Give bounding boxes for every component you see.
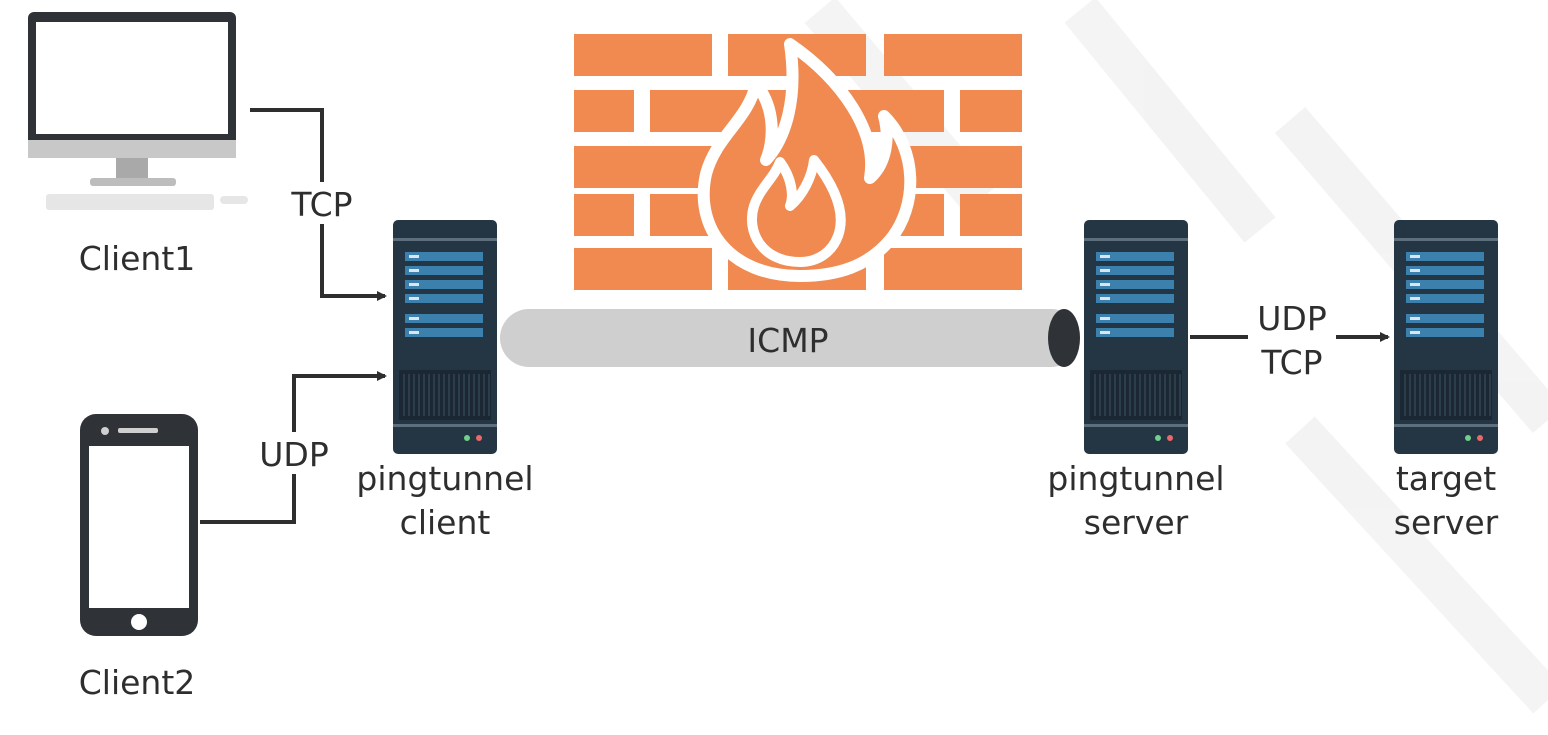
pingtunnel-client-label-2: client xyxy=(400,503,491,542)
pingtunnel-server-label-2: server xyxy=(1084,503,1189,542)
target-server-icon xyxy=(1394,220,1498,454)
pingtunnel-client-label-1: pingtunnel xyxy=(356,459,533,498)
client1-proto-label: TCP xyxy=(290,185,352,224)
firewall-icon xyxy=(574,34,1022,290)
desktop-computer-icon xyxy=(28,12,248,210)
pingtunnel-client-server-icon xyxy=(393,220,497,454)
pingtunnel-server-label-1: pingtunnel xyxy=(1047,459,1224,498)
client1-label: Client1 xyxy=(79,239,196,278)
client2-label: Client2 xyxy=(79,663,196,702)
server-target-proto-label-2: TCP xyxy=(1260,343,1322,382)
icmp-label: ICMP xyxy=(747,321,828,360)
pingtunnel-server-icon xyxy=(1084,220,1188,454)
smartphone-icon xyxy=(80,414,198,636)
server-target-proto-label-1: UDP xyxy=(1257,299,1326,338)
target-server-label-2: server xyxy=(1394,503,1499,542)
icmp-tunnel: ICMP xyxy=(500,309,1080,367)
target-server-label-1: target xyxy=(1396,459,1496,498)
client2-proto-label: UDP xyxy=(259,435,328,474)
